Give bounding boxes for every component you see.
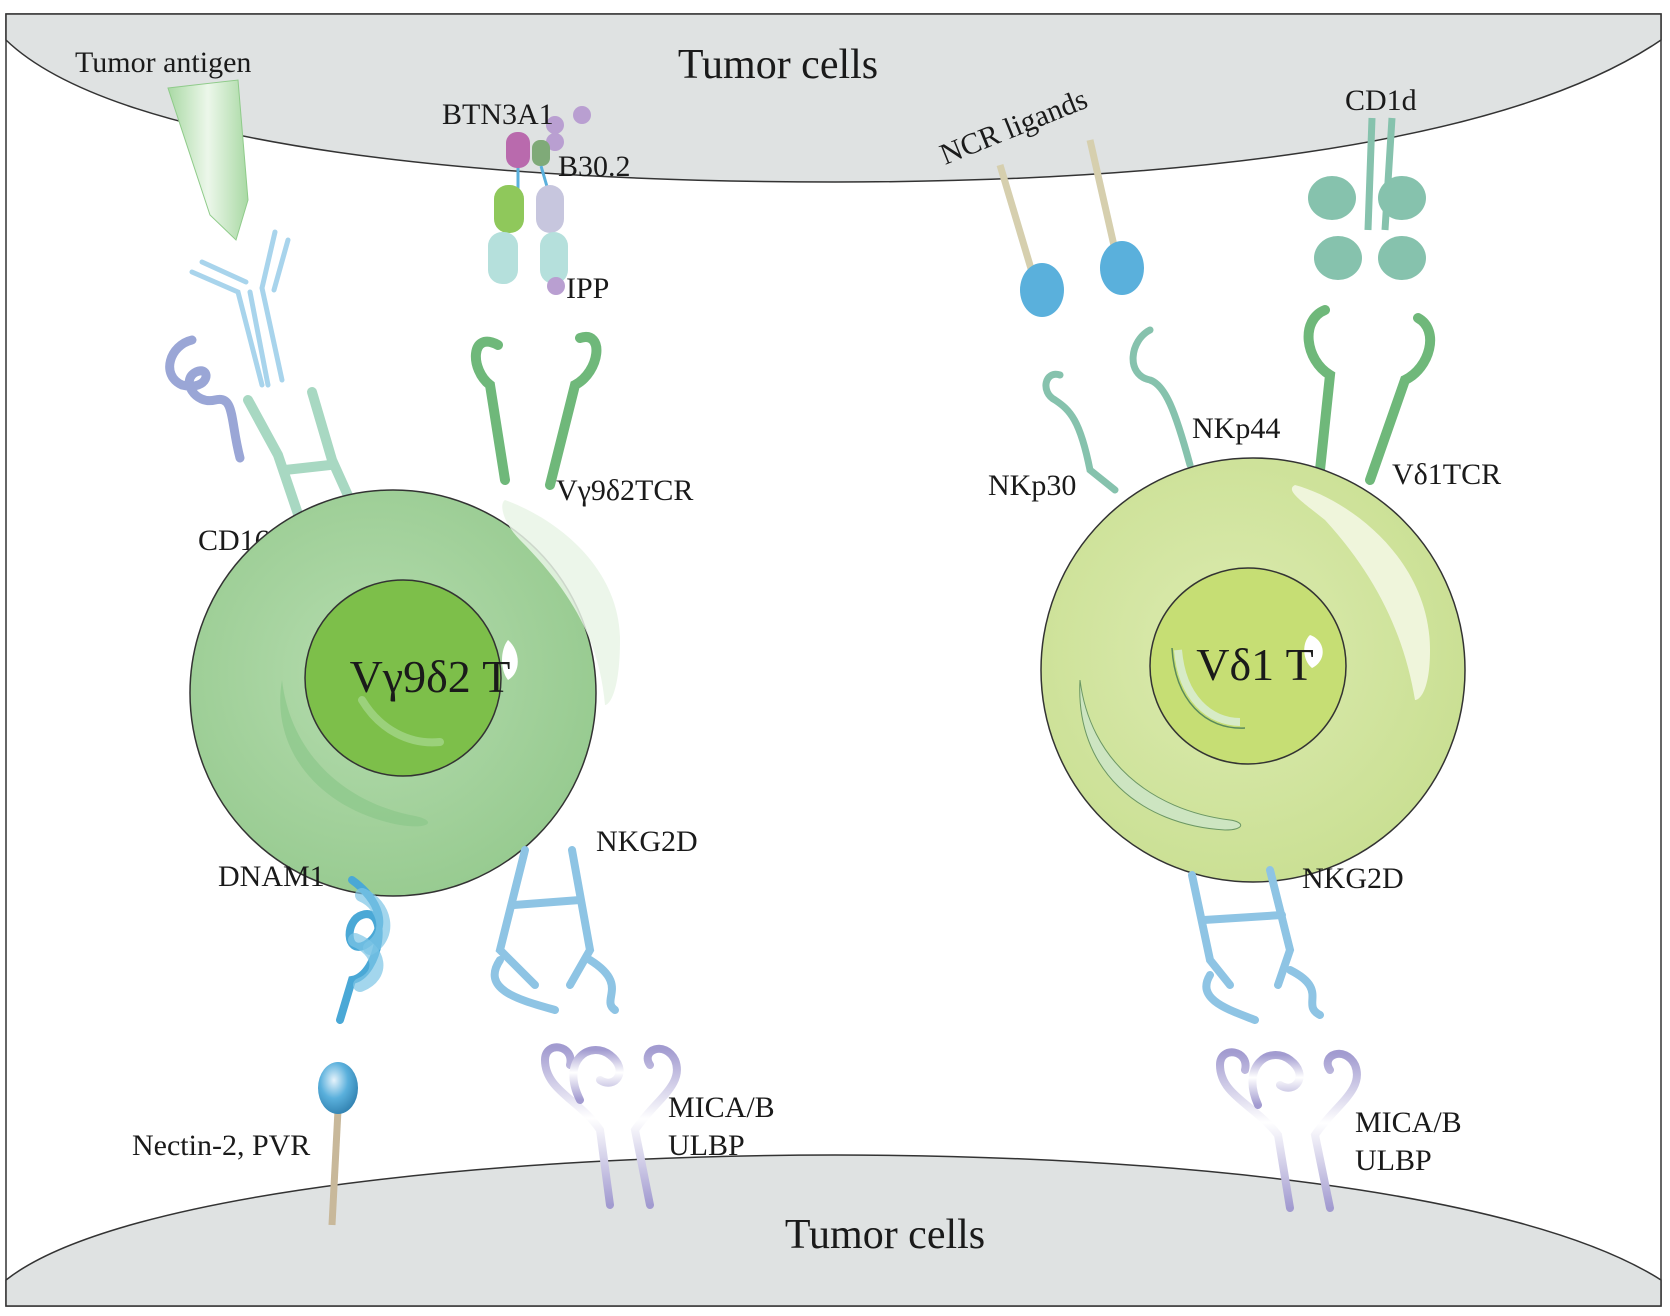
vg9d2-tcr-label: Vγ9δ2TCR bbox=[556, 474, 693, 507]
tumor-antigen-label: Tumor antigen bbox=[75, 46, 251, 79]
fc-receptor-squiggle bbox=[165, 335, 245, 463]
dnam1-receptor bbox=[336, 876, 391, 1024]
nkp30-label: NKp30 bbox=[988, 469, 1076, 502]
nkg2d-right-label: NKG2D bbox=[1302, 862, 1404, 895]
antibody-icon bbox=[189, 229, 291, 388]
mica-left-line1: MICA/B bbox=[668, 1091, 775, 1124]
vg9d2-nucleus-label: Vγ9δ2 T bbox=[350, 651, 511, 702]
cd16-receptor bbox=[243, 387, 355, 525]
nkg2d-left-label: NKG2D bbox=[596, 825, 698, 858]
cd1d-label: CD1d bbox=[1345, 84, 1417, 117]
vd1-t-cell bbox=[1040, 457, 1466, 883]
nectin-pvr-label: Nectin-2, PVR bbox=[132, 1129, 310, 1162]
cd1d-molecule bbox=[1308, 117, 1426, 280]
b30-2-label: B30.2 bbox=[558, 150, 631, 183]
top-tumor-membrane bbox=[5, 13, 1662, 183]
mica-left-line2: ULBP bbox=[668, 1129, 745, 1162]
nkp44-label: NKp44 bbox=[1192, 412, 1280, 445]
tumor-antigen bbox=[167, 79, 249, 241]
bottom-membrane-label: Tumor cells bbox=[785, 1212, 985, 1258]
btn3a1-complex bbox=[488, 106, 591, 295]
ipp-label: IPP bbox=[566, 272, 609, 305]
mica-b-left-ligand bbox=[540, 1043, 681, 1209]
nkp30-receptor bbox=[1042, 370, 1119, 494]
vd1-tcr bbox=[1303, 305, 1436, 485]
ncr-ligands bbox=[996, 139, 1144, 317]
vg9d2-t-cell bbox=[189, 489, 620, 897]
btn3a1-label: BTN3A1 bbox=[442, 98, 554, 131]
mica-b-right-ligand bbox=[1215, 1048, 1361, 1212]
top-membrane-label: Tumor cells bbox=[678, 42, 878, 88]
dnam1-label: DNAM1 bbox=[218, 860, 325, 893]
nkg2d-left-receptor bbox=[490, 846, 619, 1014]
mica-right-line2: ULBP bbox=[1355, 1144, 1432, 1177]
nkp44-receptor bbox=[1129, 326, 1194, 469]
mica-right-line1: MICA/B bbox=[1355, 1106, 1462, 1139]
vd1-tcr-label: Vδ1TCR bbox=[1392, 458, 1501, 491]
vd1-nucleus-label: Vδ1 T bbox=[1196, 639, 1314, 690]
bottom-tumor-membrane bbox=[5, 1154, 1662, 1307]
nkg2d-right-receptor bbox=[1188, 866, 1324, 1024]
nectin-pvr-ligand bbox=[318, 1062, 358, 1226]
vg9d2-tcr bbox=[471, 332, 602, 490]
